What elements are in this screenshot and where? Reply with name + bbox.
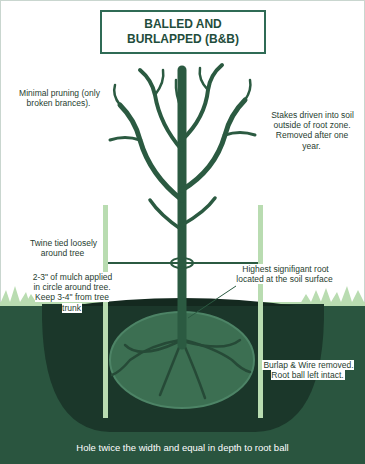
annotation: Twine tied loosely around tree [22, 238, 104, 258]
annotation-text: Stakes driven into soil outside of root … [270, 110, 354, 151]
bottom-band [0, 432, 365, 464]
annotation-text: 2-3" of mulch applied in circle around t… [32, 272, 113, 313]
title: BALLED AND BURLAPPED (B&B) [108, 17, 258, 47]
annotation: Stakes driven into soil outside of root … [266, 110, 358, 151]
annotation: Hole twice the width and equal in depth … [20, 442, 345, 453]
twine-loop [171, 258, 193, 268]
tree [110, 65, 255, 345]
annotation: Burlap & Wire removed. Root ball left in… [262, 360, 354, 380]
annotation: Highest signifigant root located at the … [236, 264, 334, 284]
twine [108, 262, 258, 264]
stake-left [103, 205, 108, 418]
annotation-text: Minimal pruning (only broken brances). [18, 88, 100, 108]
leader-line [188, 286, 236, 318]
annotation-text: Burlap & Wire removed. Root ball left in… [262, 360, 353, 380]
annotation: Minimal pruning (only broken brances). [14, 88, 104, 108]
stake-right [258, 205, 263, 418]
annotation-text: Twine tied loosely around tree [29, 238, 97, 258]
title-box: BALLED AND BURLAPPED (B&B) [100, 10, 266, 54]
annotation-text: Hole twice the width and equal in depth … [75, 442, 289, 453]
annotation: 2-3" of mulch applied in circle around t… [28, 272, 116, 313]
annotation-text: Highest signifigant root located at the … [236, 264, 333, 284]
